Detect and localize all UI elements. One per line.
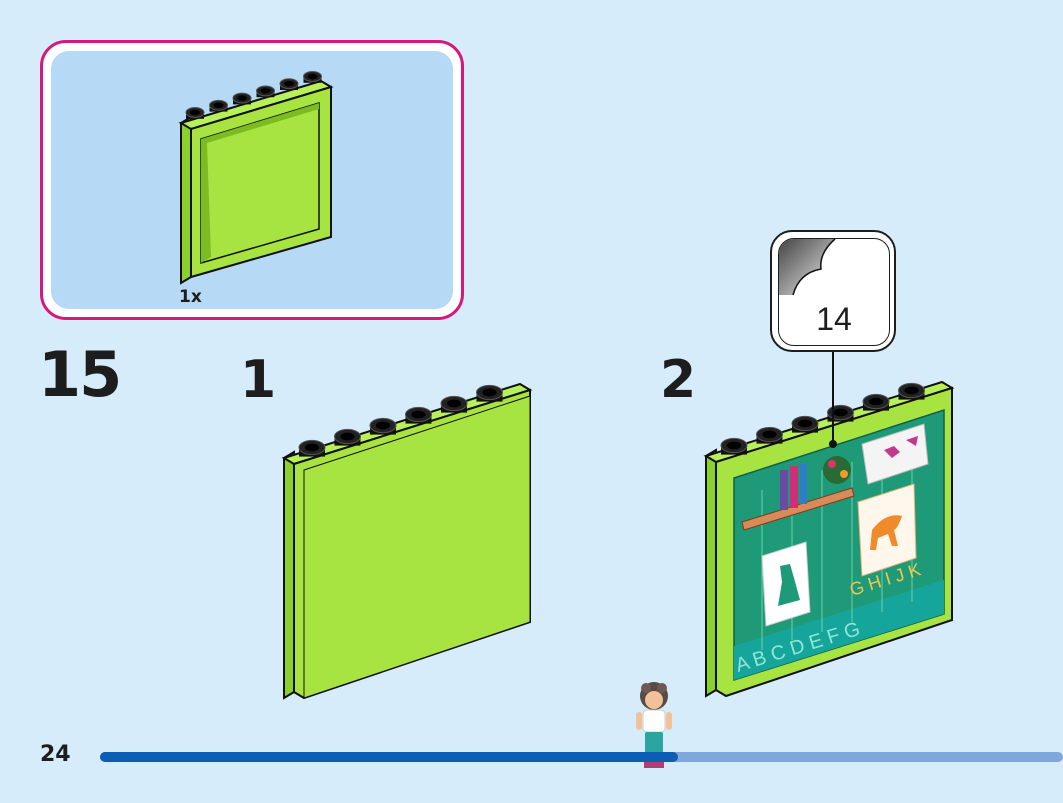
stud-hole [260,88,271,94]
callout-pointer [829,352,837,448]
stud-hole [726,441,742,450]
parts-callout-inner: 1x [51,51,453,309]
stud-hole [375,421,391,430]
stud-hole [797,419,813,428]
stud-hole [411,410,426,419]
stud-hole [904,386,919,395]
stud-hole [833,408,848,417]
stud-hole [213,102,224,108]
stud-hole [190,109,200,116]
sticker-peel-icon [779,239,836,296]
parts-callout: 1x [40,40,464,320]
stud-hole [868,397,884,406]
minifigure-icon [636,682,672,768]
stud-hole [340,432,355,441]
stud-hole [762,430,777,439]
part-quantity: 1x [179,287,202,307]
stud-hole [446,399,462,408]
sticker-callout: 14 [770,230,896,352]
stud-hole [304,443,320,452]
build-progress-bar [100,752,1063,762]
lime-panel-brick-plain [281,382,533,700]
stud-hole [284,81,294,87]
sticker-callout-inner: 14 [778,238,890,346]
stud-hole [482,388,497,397]
lime-panel-brick-icon [178,71,334,285]
stud-hole [237,95,247,101]
build-progress-fill [100,752,678,762]
sticker-number: 14 [816,301,852,337]
step-number: 15 [38,338,122,411]
stud-hole [307,73,318,80]
substep-number-2: 2 [660,350,697,410]
substep-number-1: 1 [240,350,277,410]
page-number: 24 [40,742,71,767]
lime-panel-brick-with-sticker: G H I J K A B C D E F G [703,380,955,698]
